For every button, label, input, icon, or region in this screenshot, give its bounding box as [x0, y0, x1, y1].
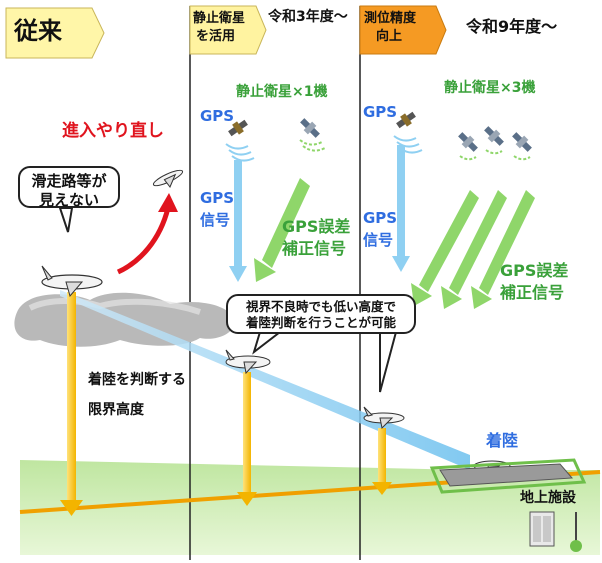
decision-label-line1: 着陸を判断する [88, 372, 186, 388]
gps-signal-arrowhead-col2 [229, 266, 247, 282]
gps-satellite-icon [396, 111, 416, 129]
decision-pole-col3 [378, 428, 386, 486]
geostationary-satellite-icon [512, 132, 532, 152]
retry-arrow [116, 207, 171, 275]
callout-tail [379, 331, 398, 393]
callout-line1: 視界不良時でも低い高度で [245, 299, 396, 314]
gps-signal-arrow-col3 [397, 145, 405, 257]
correction-arrowhead-col3-3 [471, 286, 492, 309]
gps-label-col2: GPS [200, 107, 235, 125]
callout-tail [252, 331, 283, 355]
approach-path [60, 290, 470, 470]
not-visible-bubble: 滑走路等が 見えない [18, 166, 120, 209]
gps-label-col3: GPS [363, 103, 398, 121]
ground-facility-label: 地上施設 [520, 490, 576, 506]
decision-pole-col1 [67, 292, 76, 506]
gps-signal-arrowhead-col3 [392, 256, 410, 272]
header-col2-tag-line1: 静止衛星 [193, 11, 246, 26]
correction-label-col2-line1: GPS誤差 [282, 217, 351, 236]
not-visible-bubble-line1: 滑走路等が [31, 172, 107, 190]
not-visible-bubble-line2: 見えない [38, 190, 99, 209]
cloud-highlight [28, 298, 201, 315]
header-col3-tag-line2: 向上 [376, 29, 403, 44]
gps-signal-arrow-col2 [234, 160, 242, 268]
correction-label-col3-line2: 補正信号 [500, 283, 565, 302]
decision-pole-col1-arrow [60, 500, 83, 516]
header-col1-label: 従来 [14, 17, 62, 45]
bubble-tail [58, 207, 74, 233]
satellites-count-col3: 静止衛星×3機 [444, 80, 536, 96]
geostationary-satellite-icon [300, 118, 320, 138]
geostationary-satellite-icon [484, 126, 504, 146]
decision-pole-col2-arrow [237, 492, 257, 506]
correction-arrow-col3-3 [479, 190, 535, 295]
satellites-count-col2: 静止衛星×1機 [236, 84, 328, 100]
geostationary-satellite-icon [458, 132, 478, 152]
retry-label: 進入やり直し [62, 121, 164, 141]
low-visibility-callout: 視界不良時でも低い高度で 着陸判断を行うことが可能 [226, 294, 416, 334]
airplane-icon [152, 169, 184, 188]
landing-label: 着陸 [486, 431, 519, 450]
ground-facility-icon [529, 511, 582, 552]
runway [439, 463, 574, 487]
header-col3-year: 令和9年度～ [466, 17, 558, 36]
correction-arrow-col3-1 [419, 190, 479, 292]
decision-label-line2: 限界高度 [88, 402, 144, 418]
gps-satellite-icon [228, 119, 248, 137]
correction-arrowhead-col3-2 [441, 286, 462, 309]
header-col3-tag-line1: 測位精度 [364, 11, 417, 26]
gps-signal-label-col3-line1: GPS [363, 209, 398, 227]
correction-label-col2-line2: 補正信号 [282, 239, 347, 258]
decision-pole-col3-arrow [372, 482, 392, 495]
airplane-icon [363, 406, 405, 430]
retry-arrowhead [158, 193, 178, 212]
callout-line2: 着陸判断を行うことが可能 [245, 314, 396, 330]
gps-signal-label-col2-line2: 信号 [200, 211, 231, 229]
correction-label-col3-line1: GPS誤差 [500, 261, 569, 280]
header-col2-year: 令和3年度～ [268, 9, 348, 25]
correction-arrowhead-col2 [254, 258, 276, 282]
runway-pad [429, 458, 587, 494]
correction-arrow-col3-2 [449, 190, 507, 295]
header-col3 [359, 5, 447, 55]
header-col2 [189, 5, 267, 55]
gps-signal-label-col3-line2: 信号 [363, 231, 394, 249]
signal-waves [299, 139, 326, 152]
airplane-icon [225, 349, 271, 375]
correction-arrowhead-col3-1 [411, 283, 432, 306]
gps-signal-label-col2-line1: GPS [200, 189, 235, 207]
airplane-icon [41, 265, 103, 298]
header-col1 [5, 7, 105, 59]
signal-waves [459, 149, 531, 161]
decision-pole-col2 [243, 372, 251, 496]
header-col2-tag-line2: を活用 [196, 29, 236, 44]
signal-waves [225, 143, 255, 162]
signal-waves [393, 135, 423, 154]
correction-arrow-col2 [262, 178, 310, 268]
